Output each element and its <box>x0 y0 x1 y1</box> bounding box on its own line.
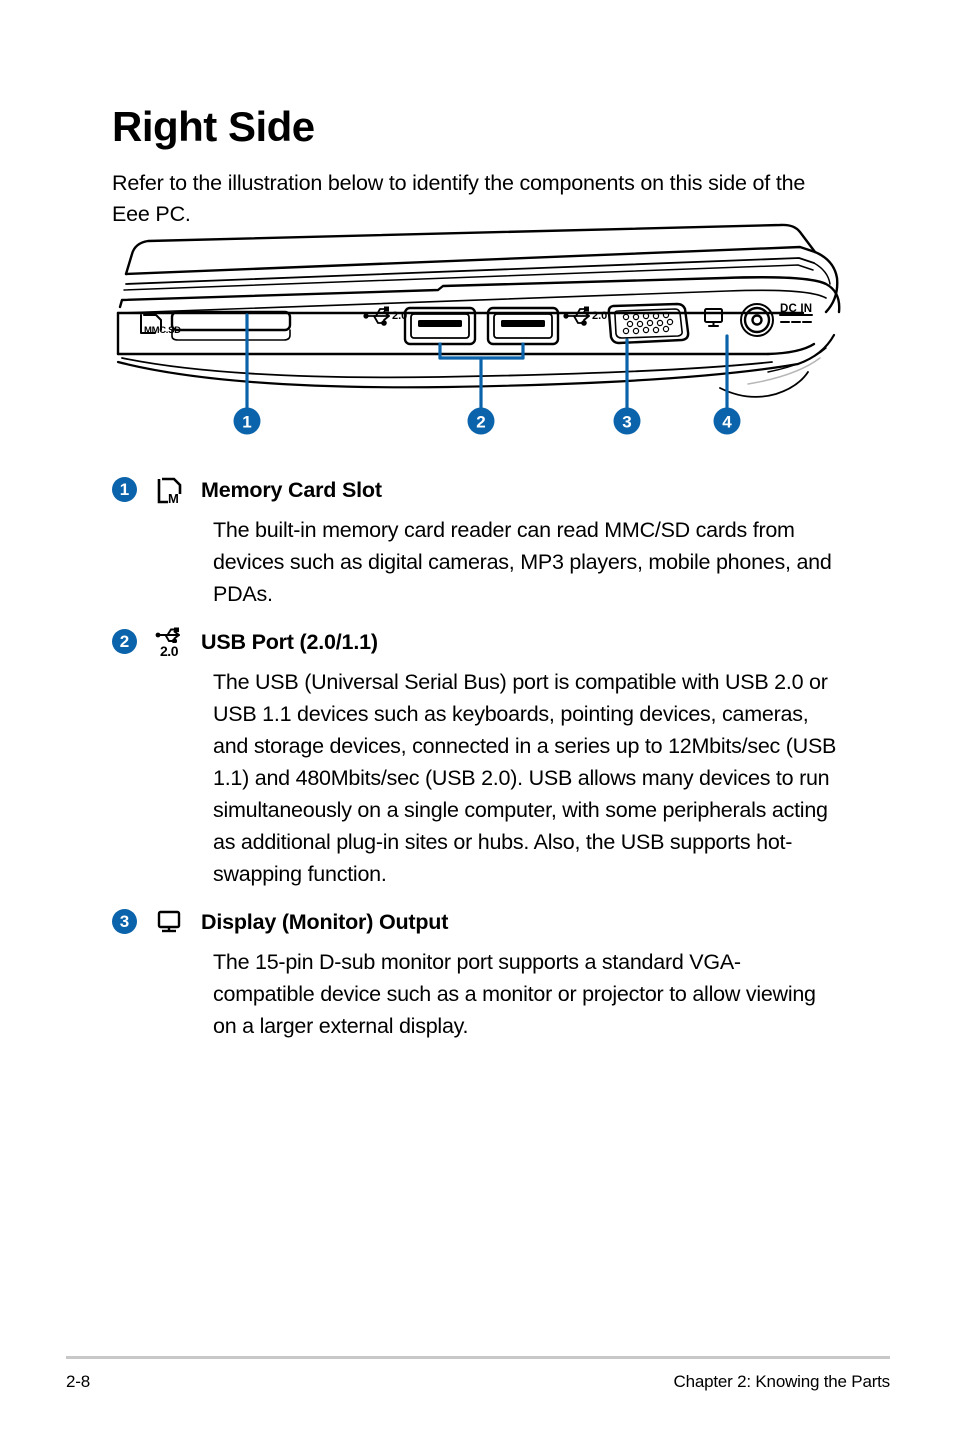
item-number-badge: 1 <box>112 477 137 502</box>
memory-card-icon: M <box>155 475 201 507</box>
callout-badges: 1 2 3 4 <box>233 407 741 435</box>
item-header: 1 M Memory Card Slot <box>112 474 842 510</box>
svg-text:M: M <box>168 491 179 506</box>
svg-text:2: 2 <box>476 413 485 432</box>
item-description: The 15-pin D-sub monitor port supports a… <box>213 950 816 1038</box>
item-title: Display (Monitor) Output <box>201 910 449 934</box>
item-number-badge: 2 <box>112 629 137 654</box>
page-title: Right Side <box>112 103 315 151</box>
svg-text:2.0: 2.0 <box>392 310 407 322</box>
spacer <box>112 896 842 906</box>
svg-text:1: 1 <box>242 413 251 432</box>
footer-divider <box>66 1356 890 1359</box>
item-header: 3 Display (Monitor) Output <box>112 906 842 942</box>
usb-version-label: 2.0 <box>160 643 178 659</box>
component-list: 1 M Memory Card Slot The built-in memory… <box>112 474 842 1048</box>
item-title: USB Port (2.0/1.1) <box>201 630 378 654</box>
svg-text:3: 3 <box>622 413 631 432</box>
list-item-memory-card-slot: 1 M Memory Card Slot The built-in memory… <box>112 474 842 610</box>
intro-paragraph: Refer to the illustration below to ident… <box>112 170 806 226</box>
item-description: The USB (Universal Serial Bus) port is c… <box>213 670 837 886</box>
usb-icon: 2.0 <box>155 627 201 658</box>
spacer <box>112 616 842 626</box>
display-monitor-icon <box>155 907 201 935</box>
item-description: The built-in memory card reader can read… <box>213 518 832 606</box>
svg-text:DC IN: DC IN <box>780 303 812 315</box>
item-header: 2 <box>112 626 842 662</box>
right-side-illustration: MMC.SD 2.0 <box>108 212 852 444</box>
list-item-display-output: 3 Display (Monitor) Output The 15-pin D-… <box>112 906 842 1042</box>
list-item-usb-port: 2 <box>112 626 842 890</box>
footer-page-number: 2-8 <box>66 1372 90 1391</box>
svg-text:MMC.SD: MMC.SD <box>144 325 181 336</box>
svg-text:2.0: 2.0 <box>592 310 607 322</box>
item-title: Memory Card Slot <box>201 478 382 502</box>
svg-text:4: 4 <box>722 413 732 432</box>
item-number-badge: 3 <box>112 909 137 934</box>
footer-chapter-label: Chapter 2: Knowing the Parts <box>673 1372 891 1391</box>
